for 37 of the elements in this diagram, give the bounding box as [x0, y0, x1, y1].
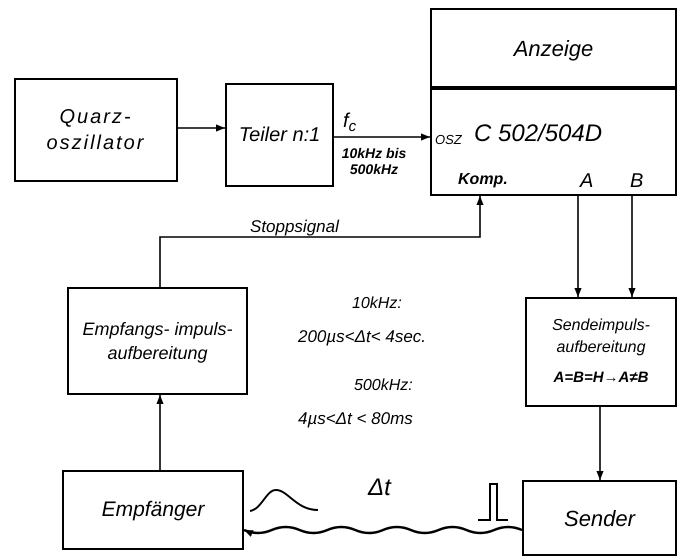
block-label: Quarz- oszillator: [46, 105, 146, 156]
note-text: 500kHz:: [354, 376, 413, 396]
block-label: A: [580, 169, 594, 194]
block-box: [14, 78, 178, 182]
edge-label: f$_{c}$: [343, 109, 356, 136]
block-label: Komp.: [458, 170, 508, 190]
block-box: [525, 297, 677, 407]
block-box: [522, 480, 677, 556]
edge-label: Δt: [368, 473, 391, 503]
block-box: [62, 470, 244, 550]
counter-box: [430, 88, 677, 196]
arrow: [178, 124, 225, 132]
block-label: Sender: [564, 504, 635, 532]
block-label: Sendeimpuls- aufbereitung: [551, 316, 651, 358]
wavy-signal-arrow: [244, 526, 522, 537]
edge-label: Stoppsignal: [250, 216, 339, 238]
arrow: [159, 196, 484, 287]
block-label: A=B=H→A≠B: [554, 368, 648, 388]
block-box: [67, 287, 248, 395]
block-label: Teiler n:1: [238, 123, 320, 148]
block-label: B: [630, 169, 644, 194]
block-box: [430, 8, 677, 88]
arrow: [334, 133, 430, 141]
block-box: [225, 83, 334, 187]
block-label: Empfänger: [102, 497, 204, 524]
arrow: [156, 395, 164, 470]
note-text: 4µs<Δt < 80ms: [298, 408, 413, 430]
arrow: [628, 196, 636, 297]
note-text: 200µs<Δt< 4sec.: [298, 326, 426, 348]
arrow: [596, 407, 604, 480]
note-text: 10kHz bis 500kHz: [340, 145, 408, 177]
block-label: C 502/504D: [474, 119, 602, 149]
block-label: OSZ: [435, 131, 462, 149]
arrow: [574, 196, 582, 297]
block-label: Empfangs- impuls- aufbereitung: [81, 318, 234, 365]
note-text: 10kHz:: [352, 294, 402, 314]
block-label: Anzeige: [514, 34, 594, 63]
